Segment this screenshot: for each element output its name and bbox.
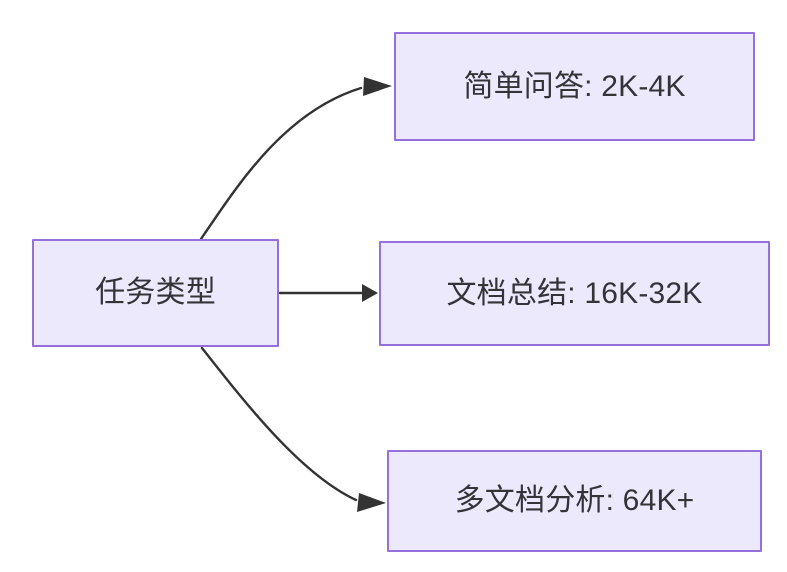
- edge-to-simple-qa: [199, 77, 392, 241]
- node-task-type[interactable]: 任务类型: [32, 239, 279, 347]
- node-task-type-label: 任务类型: [95, 276, 216, 309]
- node-multi-doc-analysis-label: 多文档分析: 64K+: [454, 484, 695, 517]
- node-simple-qa[interactable]: 简单问答: 2K-4K: [394, 32, 755, 141]
- edge-to-simple-qa-arrowhead: [363, 77, 392, 96]
- node-doc-summary[interactable]: 文档总结: 16K-32K: [379, 241, 770, 346]
- edge-to-multi-doc-analysis: [200, 346, 386, 512]
- edge-to-simple-qa-path: [199, 86, 363, 241]
- node-simple-qa-label: 简单问答: 2K-4K: [463, 69, 686, 103]
- node-doc-summary-label: 文档总结: 16K-32K: [446, 276, 703, 310]
- edge-to-doc-summary: [278, 284, 378, 302]
- edge-to-multi-doc-analysis-path: [200, 346, 358, 502]
- edge-to-doc-summary-arrowhead: [362, 284, 378, 302]
- edge-to-multi-doc-analysis-arrowhead: [357, 493, 386, 512]
- node-multi-doc-analysis[interactable]: 多文档分析: 64K+: [387, 450, 762, 552]
